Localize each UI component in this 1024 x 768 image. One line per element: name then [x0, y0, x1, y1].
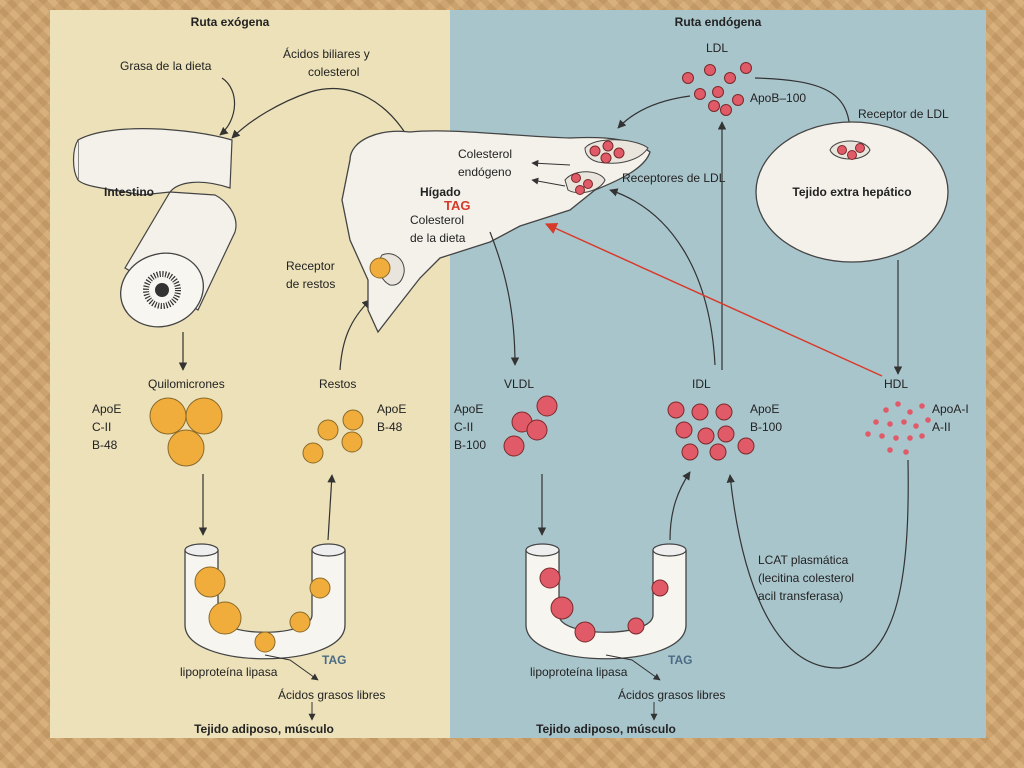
chylomicrons-label: Quilomicrones [148, 377, 225, 391]
ldl-to-liver-arrow [617, 95, 691, 129]
bile-acids-label-1: Ácidos biliares y [283, 46, 370, 61]
hdl-label: HDL [884, 377, 908, 391]
vldl-particles [503, 395, 558, 457]
vldl-apo-e: ApoE [454, 402, 483, 416]
endogenous-cholesterol-2: endógeno [458, 165, 512, 179]
remnants-label: Restos [319, 377, 356, 391]
extrahepatic-label: Tejido extra hepático [792, 185, 911, 199]
remnant-receptor-label-1: Receptor [286, 259, 335, 273]
liver [341, 130, 651, 334]
liver-remnant-particle [369, 257, 391, 279]
idl-apo-e: ApoE [750, 402, 779, 416]
capillary-to-remnants-arrow [327, 474, 336, 541]
ldl-receptors-label: Receptores de LDL [622, 171, 726, 185]
vldl-apo-c2: C-II [454, 420, 473, 434]
endocytosis-arrow-1 [531, 159, 571, 167]
idl-apo-b100: B-100 [750, 420, 782, 434]
ldl-particles [682, 62, 752, 116]
idl-particles [667, 401, 755, 461]
chylo-apo-c2: C-II [92, 420, 111, 434]
intestine-label: Intestino [104, 185, 154, 199]
left-tissue-label: Tejido adiposo, músculo [194, 722, 334, 736]
vldl-apo-b100: B-100 [454, 438, 486, 452]
left-ffa-label: Ácidos grasos libres [278, 687, 385, 702]
lcat-label-3: acil transferasa) [758, 589, 843, 603]
remnant-apo-e: ApoE [377, 402, 406, 416]
ldl-to-extrahepatic-arrow [754, 77, 855, 135]
diagram-svg: Ruta exógena Grasa de la dieta Ácidos bi… [50, 10, 986, 738]
right-ffa-label: Ácidos grasos libres [618, 687, 725, 702]
remnants-to-liver-arrow [339, 299, 371, 371]
ldl-label: LDL [706, 41, 728, 55]
lcat-label-1: LCAT plasmática [758, 553, 849, 567]
left-capillary [184, 543, 346, 660]
right-tissue-label: Tejido adiposo, músculo [536, 722, 676, 736]
idl-label: IDL [692, 377, 711, 391]
lcat-label-2: (lecitina colesterol [758, 571, 854, 585]
red-tag-arrow [544, 222, 883, 377]
idl-to-liver-arrow [609, 188, 716, 366]
left-ffa-arrow [264, 654, 319, 681]
intestine [72, 128, 237, 328]
remnant-apo-b48: B-48 [377, 420, 403, 434]
endogenous-cholesterol-1: Colesterol [458, 147, 512, 161]
extrahepatic-tissue [755, 121, 949, 263]
liver-label: Hígado [420, 185, 461, 199]
chylo-apo-e: ApoE [92, 402, 121, 416]
bile-acids-label-2: colesterol [308, 65, 359, 79]
dietary-cholesterol-1: Colesterol [410, 213, 464, 227]
left-lipase-label: lipoproteína lipasa [180, 665, 278, 679]
ldl-receptor-label: Receptor de LDL [858, 107, 949, 121]
bile-acids-arrow [231, 88, 416, 151]
hdl-apo-a2: A-II [932, 420, 951, 434]
ldl-apo-label: ApoB–100 [750, 91, 806, 105]
red-tag-label: TAG [444, 198, 470, 213]
remnant-receptor-label-2: de restos [286, 277, 335, 291]
left-tag-label: TAG [322, 653, 346, 667]
chylo-apo-b48: B-48 [92, 438, 118, 452]
exogenous-title: Ruta exógena [191, 15, 270, 29]
chylomicron-particles [149, 397, 223, 467]
right-capillary [525, 543, 687, 660]
lcat-arrow [726, 459, 909, 669]
vldl-label: VLDL [504, 377, 534, 391]
lipoprotein-diagram: Ruta exógena Grasa de la dieta Ácidos bi… [50, 10, 986, 738]
liver-to-vldl-arrow [489, 231, 520, 366]
exogenous-panel [50, 10, 450, 738]
dietary-fat-arrow [219, 77, 236, 136]
endogenous-title: Ruta endógena [675, 15, 762, 29]
dietary-fat-label: Grasa de la dieta [120, 59, 212, 73]
capillary-to-idl-arrow [669, 471, 691, 541]
right-ffa-arrow [605, 654, 661, 681]
hdl-apo-a1: ApoA-I [932, 402, 969, 416]
hdl-particles [865, 401, 931, 455]
endocytosis-arrow-2 [531, 177, 566, 187]
remnant-particles [302, 409, 364, 464]
dietary-cholesterol-2: de la dieta [410, 231, 466, 245]
right-tag-label: TAG [668, 653, 692, 667]
right-lipase-label: lipoproteína lipasa [530, 665, 628, 679]
